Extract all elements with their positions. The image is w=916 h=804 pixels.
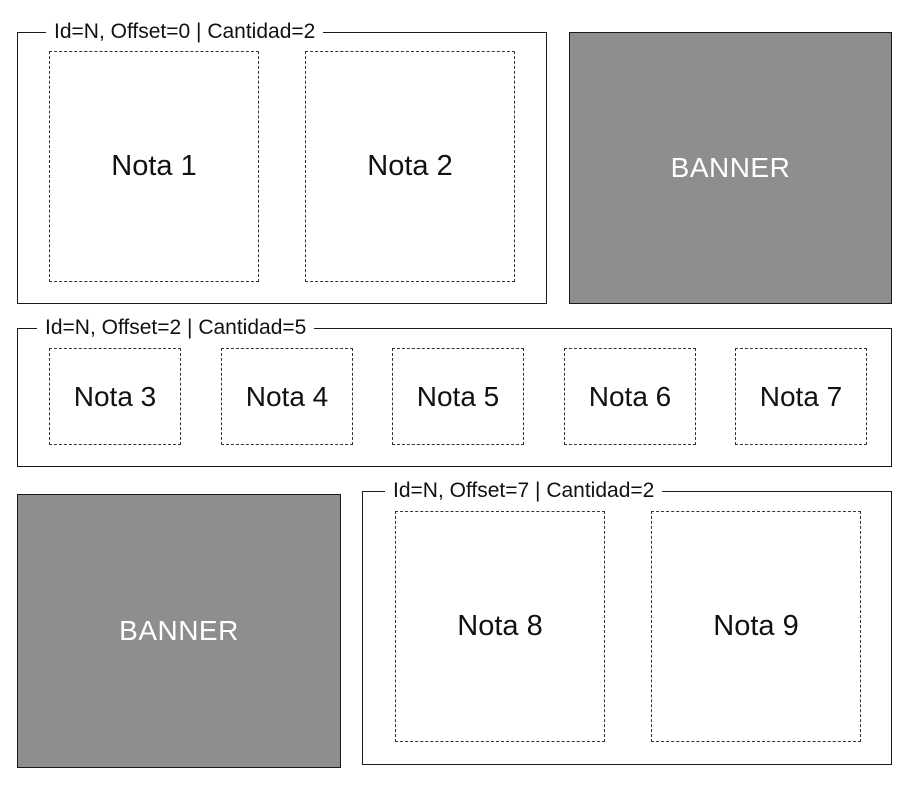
note-1: Nota 1 <box>49 51 259 282</box>
group-1-legend: Id=N, Offset=0 | Cantidad=2 <box>46 20 324 44</box>
note-9: Nota 9 <box>651 511 861 742</box>
group-3-legend: Id=N, Offset=7 | Cantidad=2 <box>385 479 663 503</box>
banner-1: BANNER <box>569 32 892 304</box>
note-7: Nota 7 <box>735 348 867 445</box>
group-2-legend: Id=N, Offset=2 | Cantidad=5 <box>37 316 315 340</box>
note-group-3: Id=N, Offset=7 | Cantidad=2 Nota 8 Nota … <box>362 479 892 765</box>
note-2: Nota 2 <box>305 51 515 282</box>
note-8: Nota 8 <box>395 511 605 742</box>
banner-2: BANNER <box>17 494 341 768</box>
note-5: Nota 5 <box>392 348 524 445</box>
note-3: Nota 3 <box>49 348 181 445</box>
note-group-1: Id=N, Offset=0 | Cantidad=2 Nota 1 Nota … <box>17 20 547 304</box>
note-group-2: Id=N, Offset=2 | Cantidad=5 Nota 3 Nota … <box>17 316 892 467</box>
note-6: Nota 6 <box>564 348 696 445</box>
note-4: Nota 4 <box>221 348 353 445</box>
